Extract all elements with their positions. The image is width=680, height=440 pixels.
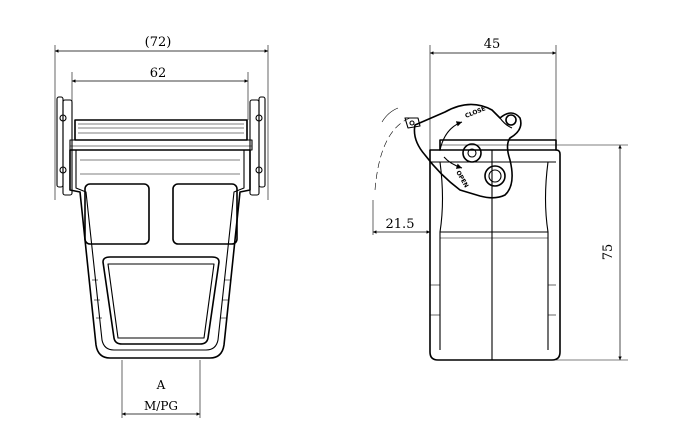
lever-swing-arc-tail	[381, 107, 399, 123]
front-window-left	[84, 183, 150, 245]
side-profile-left	[439, 161, 444, 350]
left-locking-lever	[56, 96, 73, 196]
locking-lever: CLOSE OPEN	[404, 103, 522, 199]
dimension-width: 45	[484, 37, 501, 52]
right-locking-lever	[249, 96, 266, 196]
lever-pin-bottom-inner	[488, 169, 502, 183]
lever-pin-top	[505, 114, 517, 126]
lid-flange	[69, 139, 253, 151]
cable-entry-inner	[107, 263, 215, 339]
side-view: 45 21.5 75	[372, 37, 628, 361]
side-profile-right	[544, 161, 549, 350]
housing-inner-outline	[75, 150, 245, 351]
lever-hook	[499, 117, 513, 129]
close-direction-arrow	[439, 121, 463, 151]
entry-label-a: A	[156, 378, 166, 392]
lever-bracket	[404, 117, 421, 129]
dimension-offset: 21.5	[386, 217, 415, 232]
open-direction-arrow	[443, 156, 463, 169]
lever-pivot-inner	[467, 148, 477, 158]
front-window-right	[172, 183, 238, 245]
side-housing-body	[429, 149, 561, 361]
lever-plate	[413, 103, 522, 199]
housing-body	[69, 149, 251, 359]
lever-swing-arc	[374, 117, 411, 191]
dimension-overall-width: (72)	[145, 35, 172, 50]
dimension-inner-width: 62	[150, 66, 167, 81]
dimension-height: 75	[601, 244, 616, 261]
lever-close-label: CLOSE	[464, 105, 487, 120]
entry-label-thread: M/PG	[144, 399, 178, 413]
lid-top	[74, 119, 248, 141]
lever-pin-bottom	[484, 165, 506, 187]
lever-bracket-hole	[409, 120, 415, 126]
cable-entry-face	[102, 256, 220, 345]
lever-pivot	[462, 143, 482, 163]
front-view: (72) 62	[54, 35, 269, 418]
lever-open-label: OPEN	[454, 170, 469, 190]
